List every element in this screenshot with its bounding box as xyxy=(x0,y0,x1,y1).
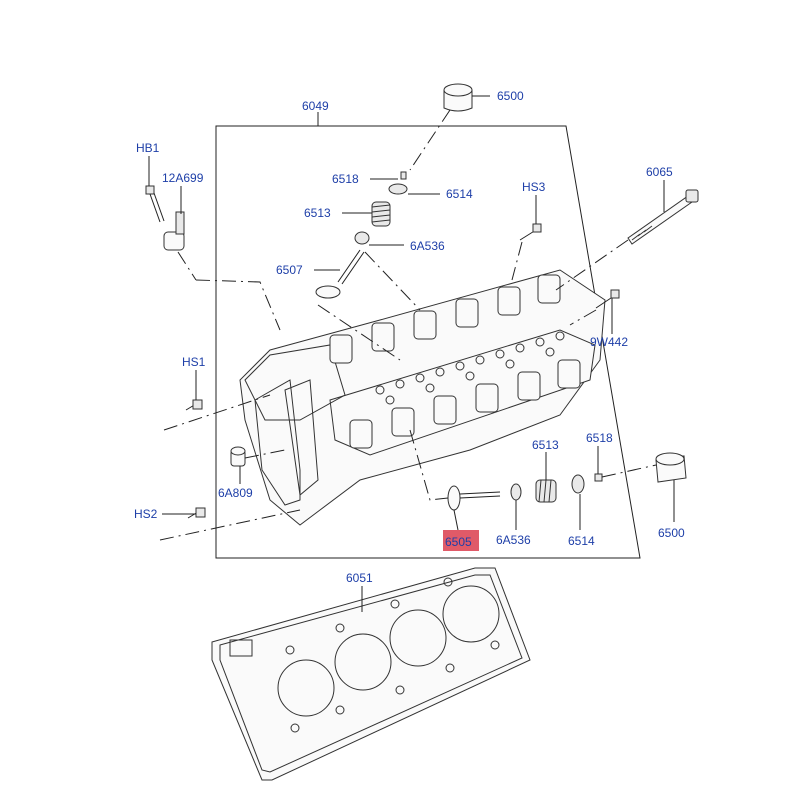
label-6500-bottom[interactable]: 6500 xyxy=(658,526,685,540)
label-6514-top[interactable]: 6514 xyxy=(446,187,473,201)
label-hs2[interactable]: HS2 xyxy=(134,507,158,521)
head-gasket-illustration xyxy=(211,567,531,781)
label-6049[interactable]: 6049 xyxy=(302,99,329,113)
label-6507[interactable]: 6507 xyxy=(276,263,303,277)
retainer-bottom-illustration xyxy=(571,474,585,494)
valve-6505-illustration xyxy=(447,485,501,511)
key-top-illustration xyxy=(400,171,407,180)
stud-hs1-illustration xyxy=(185,399,203,411)
seal-bottom-illustration xyxy=(510,483,522,501)
spring-top-illustration xyxy=(371,201,391,227)
bracket-12a699-illustration xyxy=(163,211,185,251)
leader-lines xyxy=(148,95,675,612)
tappet-top-illustration xyxy=(443,83,473,112)
label-6513-bottom[interactable]: 6513 xyxy=(532,438,559,452)
label-hs1[interactable]: HS1 xyxy=(182,355,206,369)
retainer-top-illustration xyxy=(388,183,408,195)
label-6514-bottom[interactable]: 6514 xyxy=(568,534,595,548)
part-labels: 6049 6500 HB1 12A699 6518 6514 6513 6A53… xyxy=(134,89,685,585)
label-6505[interactable]: 6505 xyxy=(445,535,472,549)
highlight-6505 xyxy=(443,530,479,551)
bolt-6065-illustration xyxy=(627,189,699,245)
seal-top-illustration xyxy=(354,231,370,245)
tappet-bottom-illustration xyxy=(655,452,687,483)
label-6065[interactable]: 6065 xyxy=(646,165,673,179)
label-6a809[interactable]: 6A809 xyxy=(218,486,253,500)
bolt-hb1-illustration xyxy=(145,185,165,223)
key-bottom-illustration xyxy=(594,473,603,482)
label-hb1[interactable]: HB1 xyxy=(136,141,160,155)
label-6a536-top[interactable]: 6A536 xyxy=(410,239,445,253)
label-6051[interactable]: 6051 xyxy=(346,571,373,585)
stud-hs3-illustration xyxy=(519,223,542,241)
plug-6a809-illustration xyxy=(230,446,246,467)
label-6513-top[interactable]: 6513 xyxy=(304,206,331,220)
cylinder-head-frame xyxy=(215,125,641,559)
label-9w442[interactable]: 9W442 xyxy=(590,335,628,349)
label-12a699[interactable]: 12A699 xyxy=(162,171,204,185)
label-hs3[interactable]: HS3 xyxy=(522,180,546,194)
cylinder-head-illustration xyxy=(239,269,606,526)
label-6518-bottom[interactable]: 6518 xyxy=(586,431,613,445)
spring-bottom-illustration xyxy=(535,479,557,503)
stud-9w442-illustration xyxy=(595,289,620,309)
label-6518-top[interactable]: 6518 xyxy=(332,172,359,186)
label-6a536-bottom[interactable]: 6A536 xyxy=(496,533,531,547)
label-6500-top[interactable]: 6500 xyxy=(497,89,524,103)
valve-6507-illustration xyxy=(315,249,365,299)
stud-hs2-illustration xyxy=(187,507,206,519)
